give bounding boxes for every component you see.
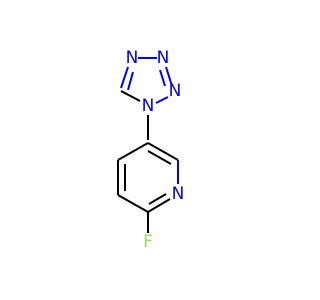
bond-c5-c6 [117, 194, 149, 213]
bond-c2-c3-double [147, 150, 172, 165]
atom-n3-label: N [157, 48, 170, 68]
atom-n4-label: N [126, 48, 139, 68]
tetrazole-ring [120, 57, 173, 104]
atom-f-label: F [143, 232, 153, 252]
bond-n3-n2 [165, 66, 173, 87]
bond-c6-n [147, 198, 171, 213]
atom-n2-label: N [169, 81, 182, 101]
bond-c6-n-double [148, 193, 167, 205]
bond-n2-n1 [155, 96, 169, 104]
bond-c3-c4 [117, 142, 149, 161]
molecule-structure: N N N N N F [117, 48, 185, 252]
bond-c5-n4 [120, 66, 129, 89]
bond-n3-n2-double [159, 69, 166, 87]
bond-c2-c3 [147, 142, 179, 161]
bond-n1-c5 [120, 90, 141, 102]
atom-n1-label: N [142, 96, 155, 116]
atom-pyridine-n-label: N [172, 184, 185, 204]
molecule-canvas: N N N N N F [117, 48, 185, 252]
pyridine-ring [117, 142, 179, 213]
bond-c5-n4-double [127, 71, 134, 91]
